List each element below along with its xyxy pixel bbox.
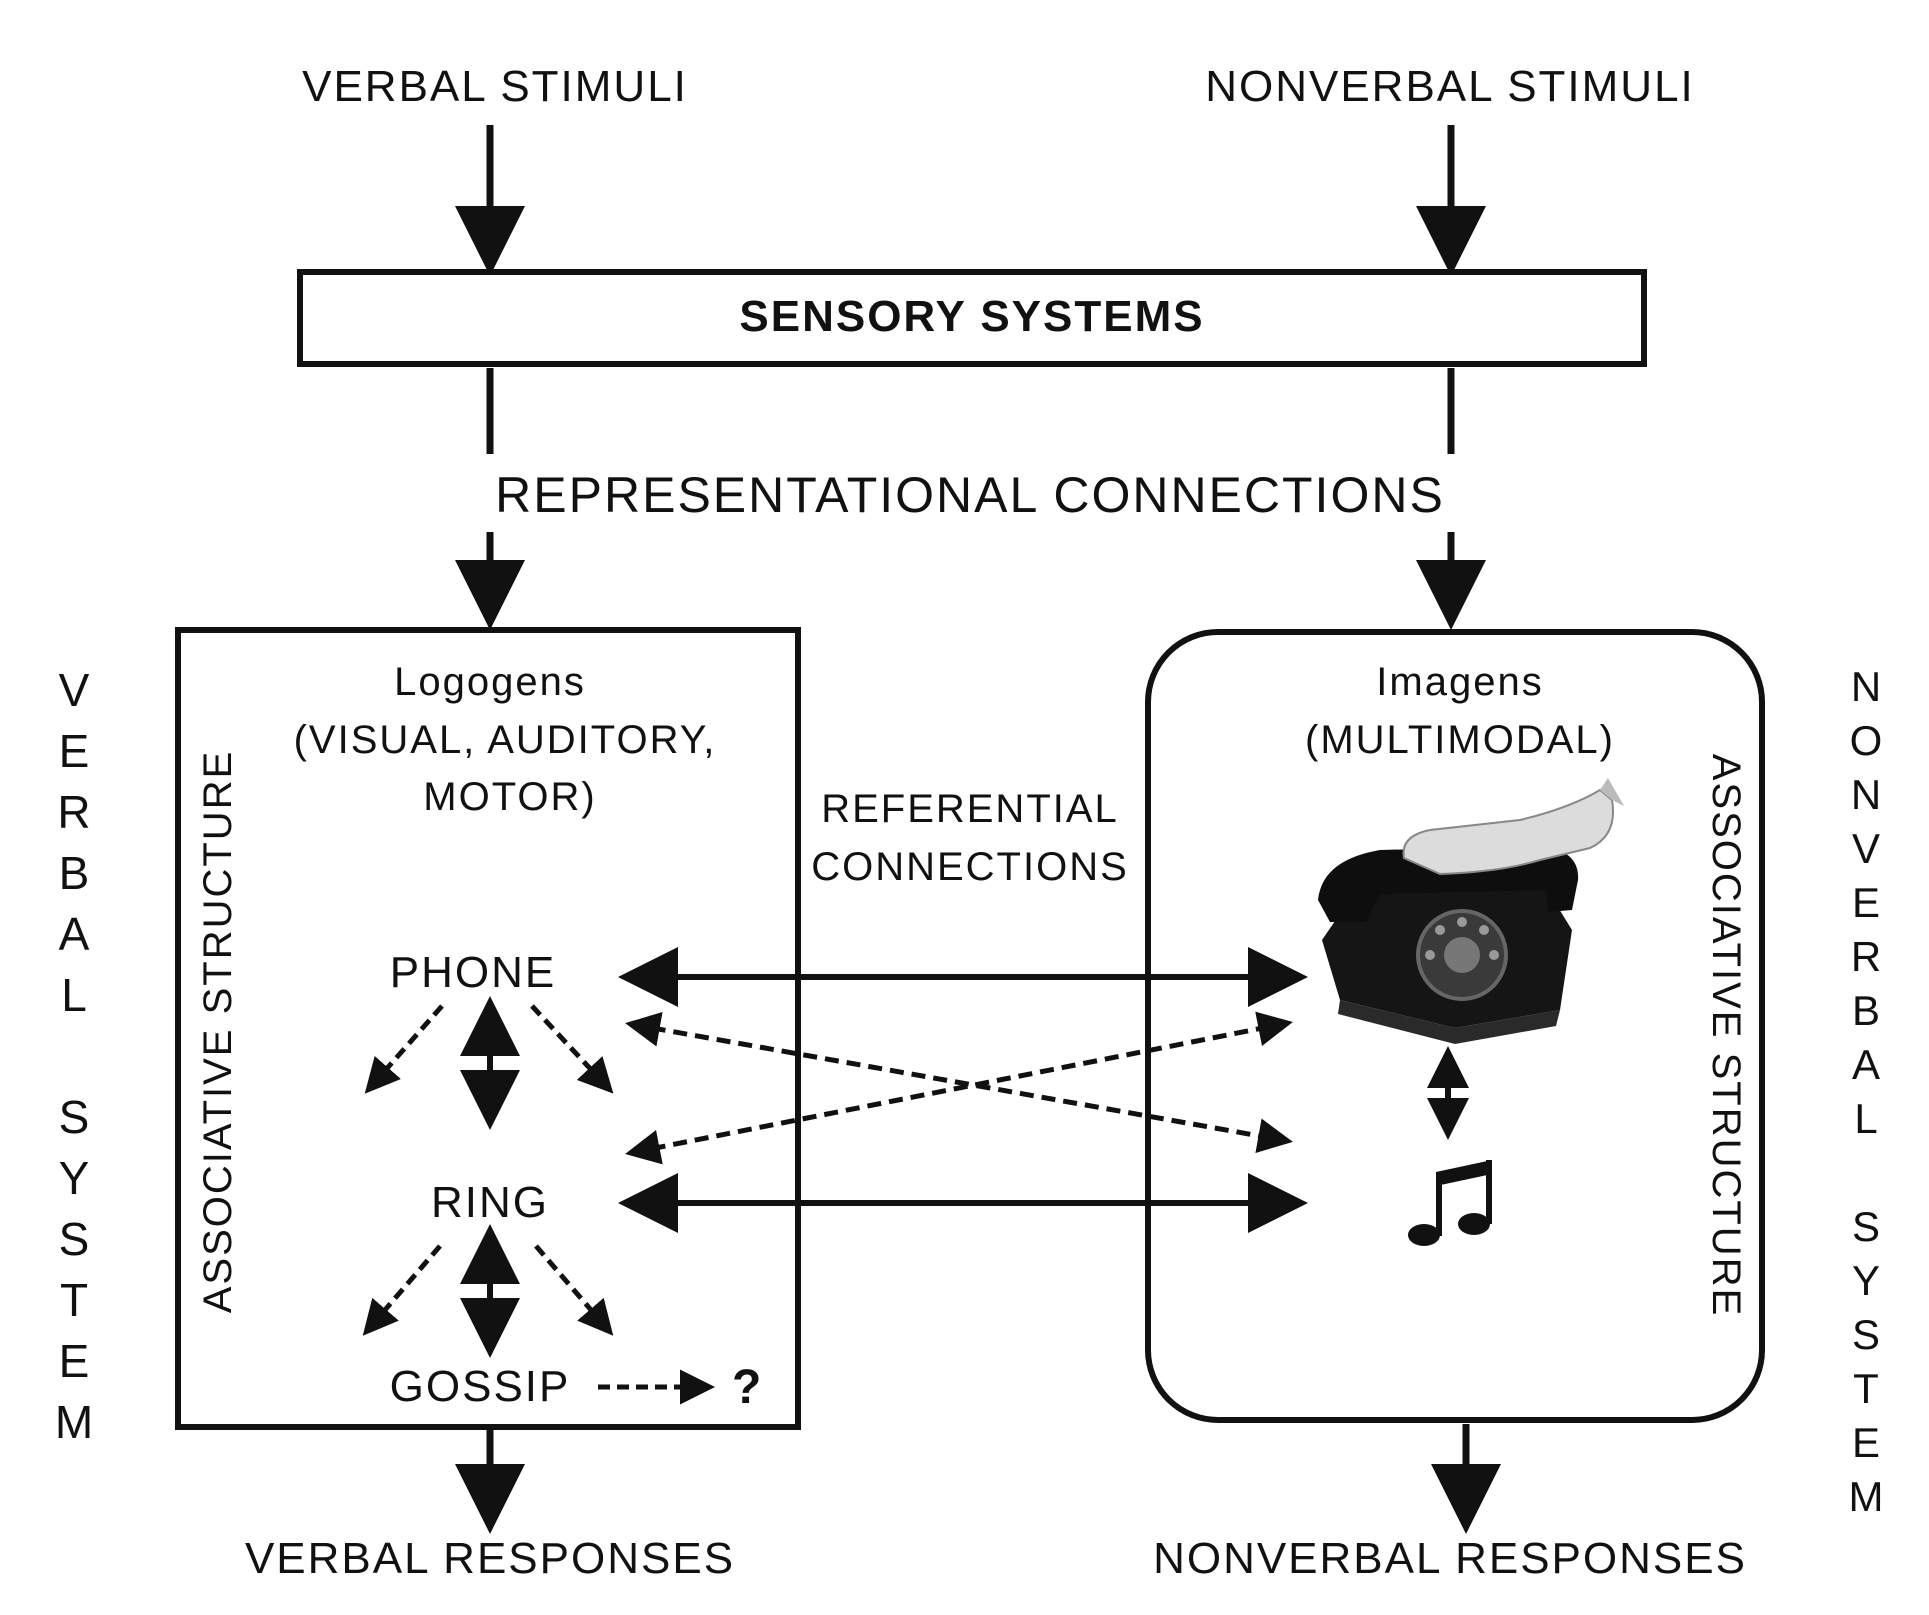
ring-to-telephone-dashed-arrow [625,1011,1293,1165]
phone-left-dashed-arrow [364,1004,444,1094]
unknown-association-node: ? [732,1361,764,1414]
nonverbal-stimuli-label: NONVERBAL STIMULI [1205,62,1695,111]
nonverbal-system-side-label: N O N V E R B A L S Y S T E M [1848,663,1884,1520]
sensory-systems-label: SENSORY SYSTEMS [739,292,1205,341]
phone-node: PHONE [389,948,557,997]
verbal-system-side-label: V E R B A L S Y S T E M [54,664,94,1448]
verbal-responses-label: VERBAL RESPONSES [244,1534,736,1583]
logogens-modalities-line1: (VISUAL, AUDITORY, [293,718,717,762]
gossip-node: GOSSIP [389,1362,571,1411]
logogens-title: Logogens [394,660,586,704]
nonverbal-associative-structure-label: ASSOCIATIVE STRUCTURE [1704,753,1748,1318]
representational-connections-label: REPRESENTATIONAL CONNECTIONS [495,467,1445,523]
verbal-associative-structure-label: ASSOCIATIVE STRUCTURE [196,749,240,1314]
referential-connections-line1: REFERENTIAL [821,787,1119,831]
telephone-image [1318,778,1624,1044]
sensory-systems-box [297,269,1647,367]
ring-right-dashed-arrow [534,1244,614,1336]
verbal-stimuli-label: VERBAL STIMULI [302,62,688,111]
ring-node: RING [431,1178,549,1227]
logogens-modalities-line2: MOTOR) [423,775,597,819]
music-note-icon [1408,1160,1492,1246]
imagens-title: Imagens [1376,660,1544,704]
referential-connections-label: REFERENTIAL CONNECTIONS [800,780,1140,896]
ring-left-dashed-arrow [362,1244,442,1336]
nonverbal-responses-label: NONVERBAL RESPONSES [1153,1534,1747,1583]
referential-connections-line2: CONNECTIONS [811,845,1129,889]
phone-right-dashed-arrow [530,1004,614,1094]
imagens-modality: (MULTIMODAL) [1305,718,1615,762]
phone-to-music-dashed-arrow [625,1012,1293,1153]
